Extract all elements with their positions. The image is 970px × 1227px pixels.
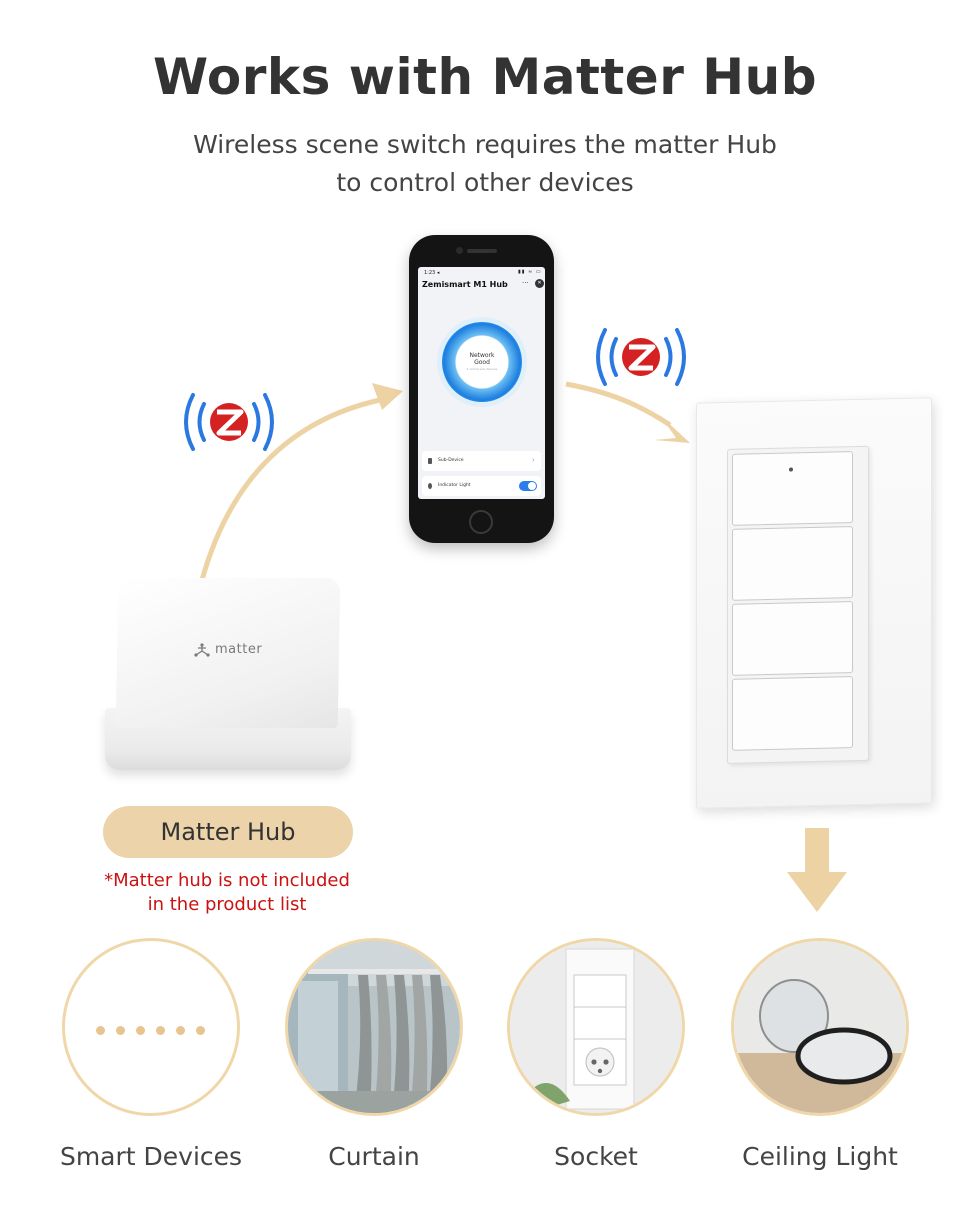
hub-note-line-1: *Matter hub is not included bbox=[104, 870, 350, 891]
switch-key-2 bbox=[732, 526, 853, 601]
ceiling-light-image bbox=[734, 941, 906, 1113]
hub-note-line-2: in the product list bbox=[147, 894, 307, 915]
matter-hub-device: ZEMISMART matter bbox=[105, 578, 351, 852]
scene-switch-panel bbox=[696, 397, 932, 809]
indicator-dot bbox=[789, 467, 793, 472]
smartphone: 1:23 ◂ ▮▮ ≈ ▭ Zemismart M1 Hub ··· ✕ Net… bbox=[409, 235, 554, 543]
matter-hub-label: Matter Hub bbox=[103, 806, 353, 858]
phone-to-switch-arrow bbox=[565, 381, 672, 428]
app-title: Zemismart M1 Hub bbox=[422, 280, 508, 289]
subtitle-line-1: Wireless scene switch requires the matte… bbox=[193, 130, 777, 159]
phone-screen: 1:23 ◂ ▮▮ ≈ ▭ Zemismart M1 Hub ··· ✕ Net… bbox=[418, 267, 545, 499]
network-status: Good bbox=[474, 359, 490, 366]
sub-device-row[interactable]: Sub-Device › bbox=[422, 451, 541, 471]
dot-icon bbox=[196, 1026, 205, 1035]
hub-to-phone-arrowhead bbox=[372, 383, 403, 410]
device-label-socket: Socket bbox=[554, 1142, 638, 1171]
zigbee-icon bbox=[184, 393, 274, 451]
page-title: Works with Matter Hub bbox=[152, 48, 818, 106]
switch-key-1 bbox=[732, 451, 853, 526]
more-menu-icon[interactable]: ··· bbox=[522, 279, 529, 287]
switch-key-4 bbox=[732, 676, 853, 751]
close-icon[interactable]: ✕ bbox=[535, 279, 544, 288]
phone-to-switch-arrowhead bbox=[654, 415, 690, 443]
device-label-ceiling-light: Ceiling Light bbox=[742, 1142, 898, 1171]
device-icon bbox=[428, 458, 432, 464]
phone-speaker bbox=[467, 249, 497, 253]
device-label-curtain: Curtain bbox=[328, 1142, 420, 1171]
indicator-light-row: Indicator Light bbox=[422, 476, 541, 496]
device-label-smart-devices: Smart Devices bbox=[59, 1142, 243, 1171]
network-status-ring: Network Good 4 online sub-devices bbox=[442, 322, 522, 402]
home-button bbox=[469, 510, 493, 534]
arrow-down-icon bbox=[787, 828, 847, 912]
curtain-image bbox=[288, 941, 460, 1113]
switch-key-3 bbox=[732, 601, 853, 676]
switch-key-frame bbox=[727, 445, 869, 764]
dot-icon bbox=[176, 1026, 185, 1035]
status-time: 1:23 ◂ bbox=[424, 270, 440, 276]
dot-icon bbox=[116, 1026, 125, 1035]
dot-icon bbox=[136, 1026, 145, 1035]
network-label: Network bbox=[469, 352, 495, 359]
network-subtext: 4 online sub-devices bbox=[466, 367, 498, 371]
sub-device-label: Sub-Device bbox=[438, 458, 464, 463]
chevron-right-icon: › bbox=[532, 456, 535, 464]
socket-circle bbox=[507, 938, 685, 1116]
curtain-circle bbox=[285, 938, 463, 1116]
ceiling-light-circle bbox=[731, 938, 909, 1116]
dot-icon bbox=[156, 1026, 165, 1035]
socket-image bbox=[510, 941, 682, 1113]
front-camera bbox=[456, 247, 463, 254]
hub-logo-text: matter bbox=[215, 642, 263, 657]
matter-logo-icon bbox=[194, 643, 210, 657]
bulb-icon bbox=[428, 483, 432, 489]
smart-devices-circle bbox=[62, 938, 240, 1116]
indicator-light-toggle[interactable] bbox=[519, 481, 537, 491]
status-icons: ▮▮ ≈ ▭ bbox=[518, 269, 542, 275]
toggle-knob bbox=[528, 482, 536, 490]
indicator-light-label: Indicator Light bbox=[438, 483, 471, 488]
hub-to-phone-arrow bbox=[199, 397, 381, 581]
zigbee-icon bbox=[596, 328, 686, 386]
dot-icon bbox=[96, 1026, 105, 1035]
subtitle-line-2: to control other devices bbox=[336, 168, 634, 197]
